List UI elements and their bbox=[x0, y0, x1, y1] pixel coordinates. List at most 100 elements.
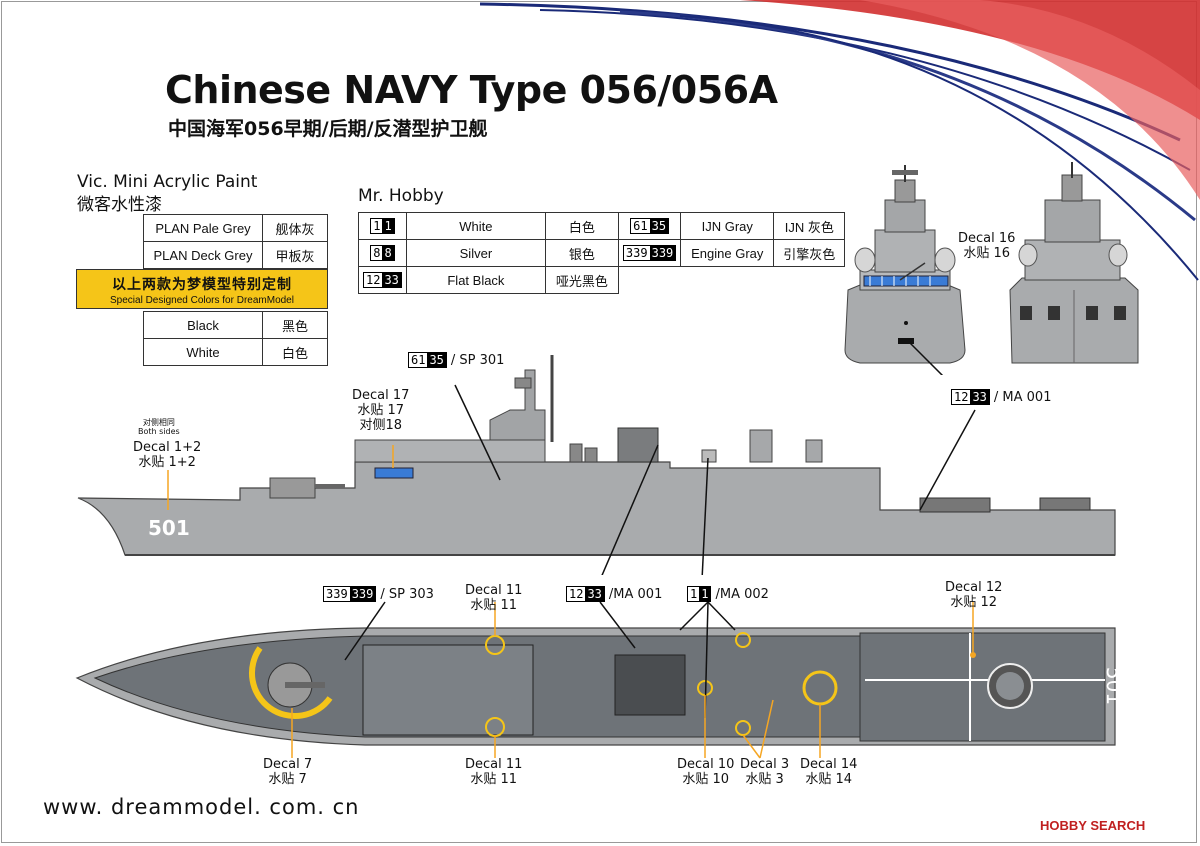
decal-label-en: Decal 16 bbox=[958, 231, 1016, 246]
page-title: Chinese NAVY Type 056/056A bbox=[165, 68, 778, 112]
decal-label-en: Decal 17 bbox=[352, 388, 410, 403]
decal-label-en: Decal 14 bbox=[800, 757, 858, 772]
code-black: 1 bbox=[699, 587, 711, 601]
paint-name-en: IJN Gray bbox=[680, 212, 775, 240]
decal-label-cn: 水贴 11 bbox=[470, 772, 518, 787]
decal-7-label: Decal 7 水贴 7 bbox=[263, 757, 312, 787]
decal-17-label: Decal 17 水贴 17 对侧18 bbox=[352, 388, 409, 433]
code-white: 61 bbox=[409, 353, 428, 367]
callout-text: /MA 002 bbox=[715, 586, 769, 602]
decal-label-en: Decal 3 bbox=[740, 757, 790, 772]
watermark-logo: HOBBY SEARCH bbox=[1040, 818, 1146, 833]
code-white: 61 bbox=[631, 219, 650, 233]
decal-label-cn: 水贴 11 bbox=[470, 598, 518, 613]
paint-name-cn: IJN 灰色 bbox=[773, 212, 846, 240]
paint-name-cn: 哑光黑色 bbox=[544, 266, 619, 294]
code-white: 1 bbox=[688, 587, 700, 601]
decal-label-cn: 水贴 16 bbox=[963, 246, 1011, 261]
stern-view bbox=[1009, 162, 1139, 364]
decal-both-sides-note: 对侧相同 Both sides bbox=[138, 418, 180, 436]
paint-row: PLAN Deck Grey 甲板灰 bbox=[143, 241, 328, 269]
paint-row: Black 黑色 bbox=[143, 311, 328, 339]
decal-label-en: Decal 1+2 bbox=[133, 440, 202, 455]
ship-end-views bbox=[844, 162, 1139, 375]
code-white: 12 bbox=[952, 390, 971, 404]
special-colors-cn: 以上两款为梦模型特别定制 bbox=[112, 276, 292, 292]
vic-paint-table-bottom: Black 黑色 White 白色 bbox=[143, 311, 328, 366]
code-black: 35 bbox=[649, 219, 669, 233]
code-white: 12 bbox=[364, 273, 383, 287]
vic-paint-heading-cn: 微客水性漆 bbox=[77, 195, 162, 215]
code-white: 339 bbox=[623, 246, 650, 260]
paint-name-cn: 黑色 bbox=[262, 311, 328, 339]
decal-12-label: Decal 12 水贴 12 bbox=[945, 580, 1002, 610]
paint-name-cn: 白色 bbox=[544, 212, 619, 240]
corner-stripes bbox=[480, 0, 1200, 281]
paint-name-en: PLAN Deck Grey bbox=[143, 241, 263, 269]
decal-16-label: Decal 16 水贴 16 bbox=[958, 231, 1015, 261]
code-black: 339 bbox=[349, 587, 376, 601]
both-sides-en: Both sides bbox=[138, 427, 180, 436]
paint-row: PLAN Pale Grey 舰体灰 bbox=[143, 214, 328, 242]
special-colors-en: Special Designed Colors for DreamModel bbox=[110, 295, 294, 306]
decal-label-en: Decal 10 bbox=[677, 757, 735, 772]
decal-10-label: Decal 10 水贴 10 bbox=[677, 757, 734, 787]
decal-1-2-label: Decal 1+2 水贴 1+2 bbox=[133, 440, 201, 470]
decal-11-top-label: Decal 11 水贴 11 bbox=[465, 583, 522, 613]
both-sides-cn: 对侧相同 bbox=[142, 418, 175, 427]
code-white: 12 bbox=[567, 587, 586, 601]
paint-name-en: Black bbox=[143, 311, 263, 339]
callout-text: / MA 001 bbox=[993, 389, 1052, 405]
decal-label-cn: 水贴 10 bbox=[682, 772, 730, 787]
paint-name-cn: 白色 bbox=[262, 338, 328, 366]
decal-label-cn: 水贴 3 bbox=[745, 772, 784, 787]
decal-label-en: Decal 12 bbox=[945, 580, 1003, 595]
code-black: 33 bbox=[382, 273, 401, 287]
decal-label-cn: 水贴 17 bbox=[357, 403, 405, 418]
code-black: 35 bbox=[427, 353, 446, 367]
paint-name-cn: 甲板灰 bbox=[262, 241, 328, 269]
website-url: www. dreammodel. com. cn bbox=[43, 795, 360, 819]
paint-row: White 白色 bbox=[143, 338, 328, 366]
code-white: 1 bbox=[371, 219, 383, 233]
ship-side-profile: 501 bbox=[77, 355, 1116, 575]
deck-plan-bridge bbox=[362, 644, 686, 736]
decal-label-cn: 水贴 14 bbox=[805, 772, 853, 787]
code-black: 339 bbox=[649, 246, 676, 260]
decal-3-label: Decal 3 水贴 3 bbox=[740, 757, 789, 787]
decal-label-en: Decal 11 bbox=[465, 757, 523, 772]
paint-name-en: Silver bbox=[405, 239, 546, 267]
paint-name-cn: 引擎灰色 bbox=[773, 239, 846, 267]
code-black: 33 bbox=[585, 587, 604, 601]
decal-label-en: Decal 11 bbox=[465, 583, 523, 598]
callout-text: / SP 303 bbox=[380, 586, 434, 602]
paint-name-en: Flat Black bbox=[405, 266, 546, 294]
decal-11-bottom-label: Decal 11 水贴 11 bbox=[465, 757, 522, 787]
callout-text: / SP 301 bbox=[450, 352, 505, 368]
code-black: 33 bbox=[970, 390, 989, 404]
code-black: 1 bbox=[382, 219, 394, 233]
vic-paint-heading-en: Vic. Mini Acrylic Paint bbox=[77, 172, 258, 192]
decal-label-cn: 水贴 12 bbox=[950, 595, 998, 610]
ship-deck-plan: 501 bbox=[75, 601, 1126, 759]
decal-14-label: Decal 14 水贴 14 bbox=[800, 757, 857, 787]
decal-label-cn: 水贴 1+2 bbox=[138, 455, 196, 470]
decal-label-cn: 水贴 7 bbox=[268, 772, 307, 787]
